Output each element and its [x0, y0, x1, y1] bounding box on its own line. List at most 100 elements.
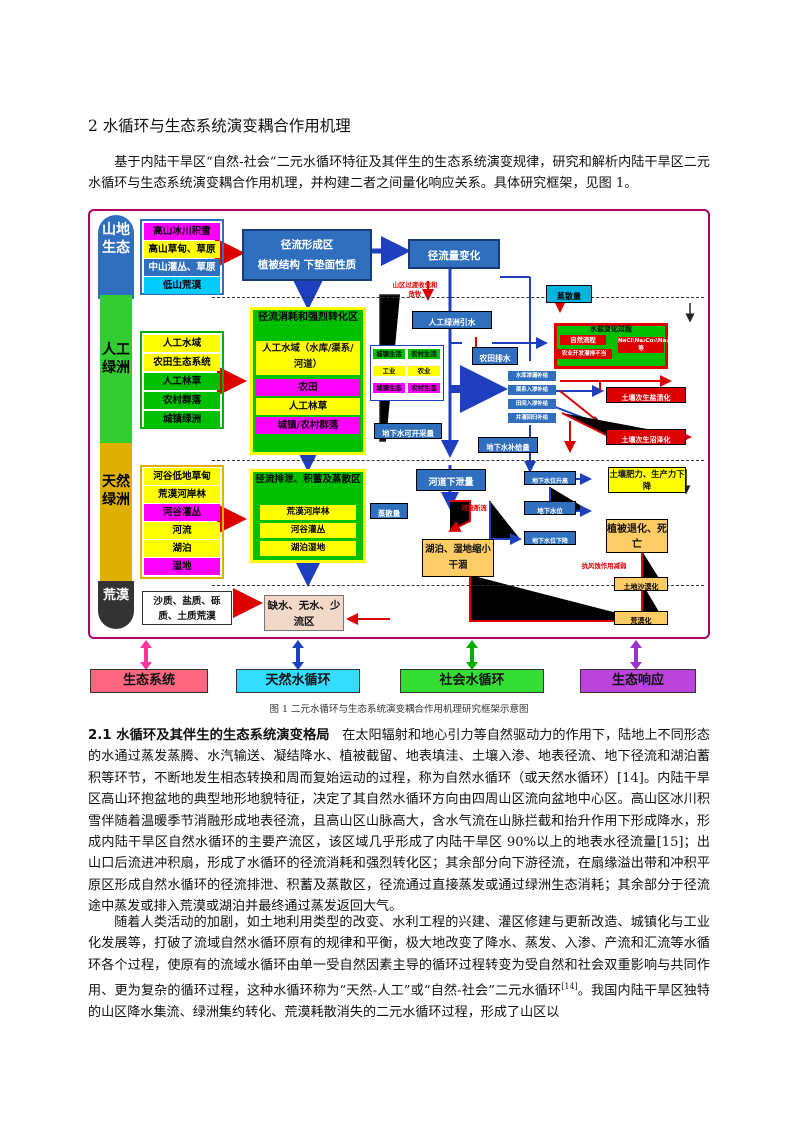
- mountain-item: 低山荒漠: [144, 277, 220, 294]
- gw-recharge-label: 地下水补给量: [486, 443, 530, 452]
- desertify-label: 土地沙漠化: [623, 583, 659, 591]
- paragraph-human-tail: 。我国内陆干旱区独特的山区降水集流、绿洲集约转化、荒漠耗散消失的二元水循环过程，…: [88, 983, 711, 1020]
- water-user: 农业: [408, 366, 440, 376]
- evaporation2-label: 蒸散量: [377, 509, 401, 518]
- artificial-item: 农田生态系统: [144, 354, 220, 371]
- label-natural-cycle: 天然水循环: [236, 669, 360, 693]
- section-title: 2 水循环与生态系统演变耦合作用机理: [88, 117, 351, 135]
- runoff-change-box: 径流量变化: [408, 239, 500, 269]
- consumption-item: 人工林草: [256, 398, 360, 415]
- zone-desert: [98, 581, 134, 629]
- evaporation-box: 蒸散量: [546, 285, 592, 303]
- recharge-item: 渠系入渗补给: [508, 385, 556, 395]
- water-user: 工业: [373, 366, 405, 376]
- artificial-list: [140, 331, 224, 429]
- artificial-item: 人工林草: [144, 373, 220, 390]
- zone-natural: [100, 443, 132, 581]
- gw-drop-box: 地下水位下降: [524, 531, 576, 545]
- intro-paragraph: 基于内陆干旱区“自然-社会”二元水循环特征及其伴生的生态系统演变规律，研究和解析…: [88, 155, 710, 192]
- paragraph-human-text: 随着人类活动的加剧，如土地利用类型的改变、水利工程的兴建、灌区修建与更新改造、城…: [88, 915, 710, 999]
- gw-level-label: 地下水位: [537, 507, 563, 515]
- gw-level-box: 地下水位: [524, 501, 576, 515]
- artificial-item: 城镇绿洲: [144, 411, 220, 428]
- discharge-item: 河谷灌丛: [260, 523, 356, 538]
- zone-artificial: [100, 295, 132, 443]
- mountain-list: [140, 219, 224, 295]
- soil-salinization: 土壤次生盐渍化: [606, 387, 686, 403]
- gw-rise-box: 地下水位升高: [524, 471, 576, 485]
- zone-artificial-label: 人工绿洲: [102, 342, 130, 376]
- natural-item: 河谷低地草甸: [144, 468, 220, 485]
- consumption-item: 人工水域（水库/渠系/河道）: [256, 341, 360, 375]
- salt-left: 自然流程: [560, 335, 606, 345]
- natural-item: 荒漠河岸林: [144, 486, 220, 503]
- river-down-box: 河道下泄量: [416, 469, 486, 491]
- recharge-item: 井灌回归补给: [508, 413, 556, 423]
- salt-right: NaCl\Na₂Co₃\Na₂So₄等: [618, 337, 680, 353]
- desertify-box: 土地沙漠化: [614, 577, 668, 591]
- gw-rise-label: 地下水位升高: [531, 478, 568, 485]
- figure-caption: 图 1 二元水循环与生态系统演变耦合作用机理研究框架示意图: [269, 704, 529, 715]
- farm-drainage-label: 农田排水: [479, 354, 511, 363]
- mountain-item: 高山草甸、草原: [144, 241, 220, 258]
- paragraph-2-1-text: 在太阳辐射和地心引力等自然驱动力的作用下，陆地上不同形态的水通过蒸发蒸腾、水汽输…: [88, 728, 711, 915]
- natural-item: 湖泊: [144, 540, 220, 557]
- soil-swamp: 土壤次生沼泽化: [606, 429, 686, 445]
- desertify2-label: 荒漠化: [630, 617, 652, 625]
- evaporation2-box: 蒸散量: [370, 503, 408, 519]
- gw-recharge-box: 地下水补给量: [478, 437, 538, 453]
- groundwater-pump-label: 地下水可开采量: [382, 429, 434, 438]
- framework-figure: 山地生态 人工绿洲 天然绿洲 荒漠 高山冰川积雪 高山草甸、草原 中山灌丛、草原…: [88, 209, 710, 639]
- groundwater-pump-box: 地下水可开采量: [374, 423, 442, 439]
- lake-box: 湖泊、湿地缩小干涸: [422, 539, 494, 577]
- consumption-item: 城镇/农村群落: [256, 417, 360, 434]
- zone-mountain-label: 山地生态: [102, 222, 130, 256]
- consumption-item: 农田: [256, 379, 360, 396]
- soil-fertility: 土壤肥力、生产力下降: [608, 467, 686, 493]
- natural-item: 湿地: [144, 558, 220, 575]
- zone-natural-label: 天然绿洲: [102, 474, 130, 508]
- runoff-formation-sub: 植被结构 下垫面性质: [257, 259, 357, 271]
- water-user: 城镇生态: [373, 383, 405, 393]
- subsection-heading: 2.1 水循环及其伴生的生态系统演变格局: [88, 728, 330, 743]
- artificial-item: 农村群落: [144, 392, 220, 409]
- gw-drop-label: 地下水位下降: [531, 538, 568, 545]
- soil-salinization-label: 土壤次生盐渍化: [621, 394, 671, 402]
- wind-note: 抗风蚀作用减弱: [581, 562, 627, 570]
- river-down-label: 河道下泄量: [428, 478, 474, 488]
- consumption-title: 径流消耗和强烈转化区: [258, 312, 358, 323]
- mountain-item: 高山冰川积雪: [144, 223, 220, 240]
- label-eco-response: 生态响应: [580, 669, 696, 693]
- scarce-box: 缺水、无水、少流区: [264, 595, 344, 631]
- zone-desert-label: 荒漠: [102, 588, 129, 603]
- recharge-item: 田间入渗补给: [508, 399, 556, 409]
- citation-ref: [14]: [561, 982, 578, 992]
- mountain-item: 中山灌丛、草原: [144, 259, 220, 276]
- natural-list: [140, 465, 224, 579]
- bottom-arrows: [140, 640, 642, 670]
- evaporation-label: 蒸散量: [557, 292, 581, 301]
- paragraph-human: 随着人类活动的加剧，如土地利用类型的改变、水利工程的兴建、灌区修建与更新改造、城…: [88, 912, 710, 1023]
- water-user: 城镇生活: [373, 349, 405, 359]
- recharge-item: 水库渗漏补给: [508, 371, 556, 381]
- runoff-formation-title: 径流形成区: [280, 239, 334, 251]
- label-social-cycle: 社会水循环: [400, 669, 544, 693]
- discharge-item: 湖泊湿地: [260, 541, 356, 556]
- river-cut-label: 河流断流: [461, 504, 487, 512]
- mountain-note: 山区过渡收伐和放牧: [392, 281, 438, 298]
- salt-title: 水盐变化过程: [590, 325, 632, 333]
- zone-mountain: [98, 215, 134, 299]
- water-user: 农村生态: [408, 383, 440, 393]
- artificial-item: 人工水域: [144, 335, 220, 352]
- diagram-connectors: [215, 236, 695, 625]
- paragraph-2-1: 2.1 水循环及其伴生的生态系统演变格局 在太阳辐射和地心引力等自然驱动力的作用…: [88, 725, 710, 918]
- natural-item: 河谷灌丛: [144, 504, 220, 521]
- runoff-formation-box: [242, 229, 372, 281]
- desert-list: 沙质、盐质、砾质、土质荒漠: [142, 591, 232, 625]
- label-ecosystem: 生态系统: [90, 669, 208, 693]
- runoff-change-label: 径流量变化: [427, 250, 481, 262]
- salt-left2: 农业开发灌排不当: [556, 349, 612, 359]
- soil-swamp-label: 土壤次生沼泽化: [621, 436, 671, 444]
- vegetation-box: 植被退化、死亡: [606, 519, 668, 553]
- desertify2-box: 荒漠化: [614, 611, 668, 625]
